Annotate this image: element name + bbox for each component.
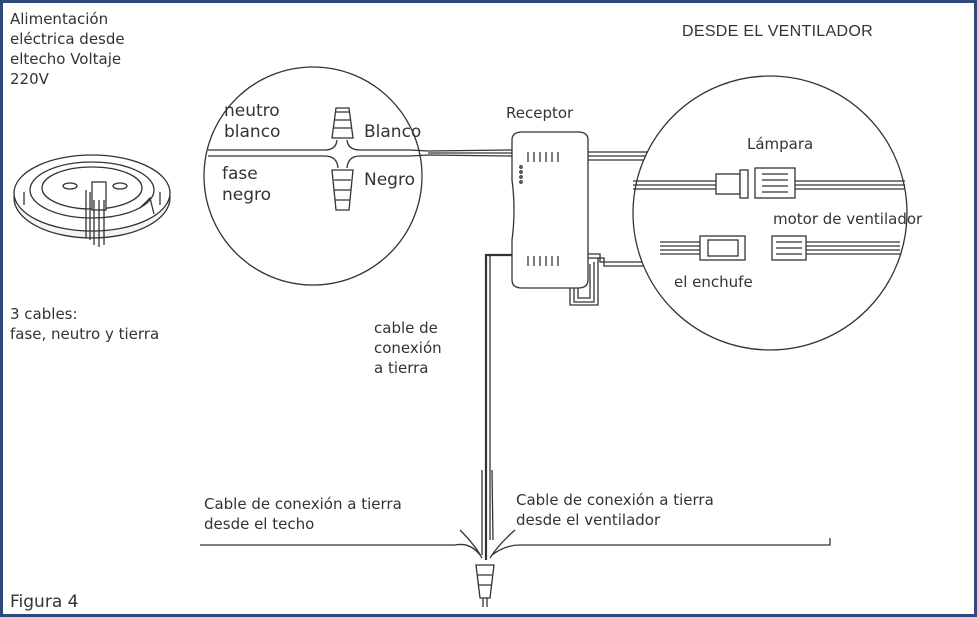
ground-from-fan-label: Cable de conexión a tierra desde el vent…: [516, 491, 714, 529]
fan-motor-label: motor de ventilador: [773, 210, 923, 228]
figure-caption: Figura 4: [10, 592, 79, 612]
receiver-box-icon: [511, 131, 589, 289]
ground-cable-label: cable de conexión a tierra: [374, 319, 442, 377]
power-supply-label: Alimentación eléctrica desde eltecho Vol…: [10, 10, 125, 88]
lamp-label: Lámpara: [747, 135, 814, 153]
page-title: DESDE EL VENTILADOR: [682, 23, 873, 40]
ceiling-plate-icon: [13, 154, 171, 247]
lamp-connector-icon: [715, 167, 796, 199]
receiver-label: Receptor: [506, 104, 574, 122]
right-detail-circle: [632, 75, 908, 351]
plug-connector-icon: [699, 235, 807, 261]
wire-nut-top-icon: [331, 107, 354, 139]
ground-from-ceiling-label: Cable de conexión a tierra desde el tech…: [204, 495, 402, 533]
ground-wire-nut-icon: [475, 564, 495, 599]
plug-label: el enchufe: [674, 273, 753, 291]
phase-black-label: fase negro: [222, 164, 272, 205]
neutral-white-label: neutro blanco: [224, 101, 281, 142]
left-detail-circle: [203, 66, 513, 286]
cables-note-label: 3 cables: fase, neutro y tierra: [10, 305, 160, 343]
black-wire-label: Negro: [364, 170, 415, 190]
white-wire-label: Blanco: [364, 122, 422, 142]
